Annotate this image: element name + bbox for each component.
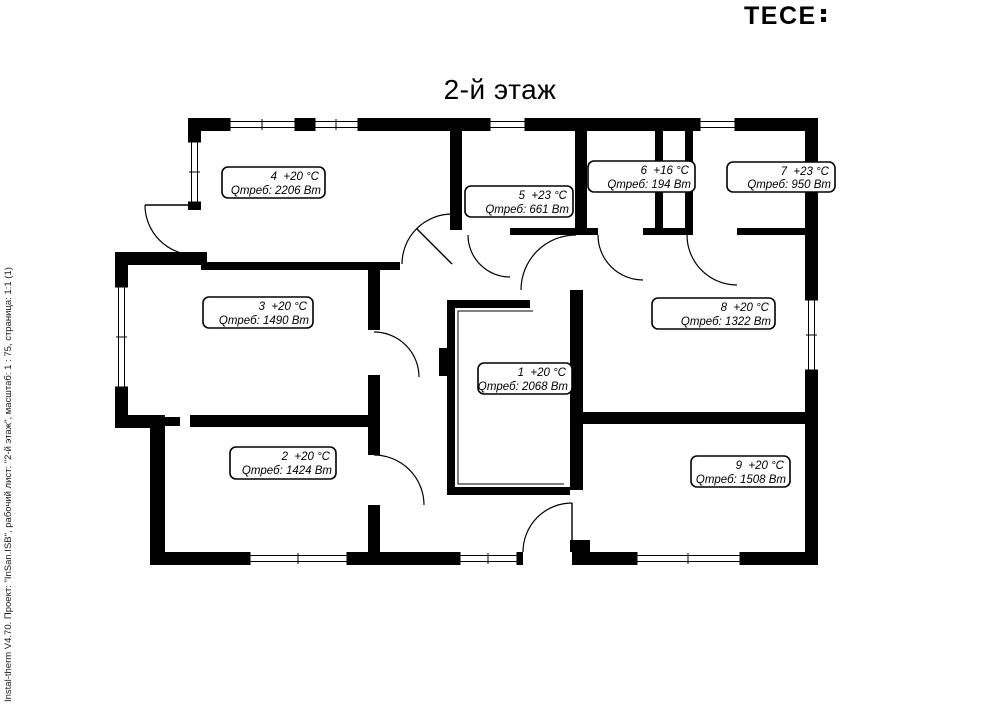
tece-logo: TECE (744, 2, 826, 30)
room-9-temp: 9 +20 °C (736, 460, 785, 472)
room-3-temp: 3 +20 °C (259, 301, 308, 313)
room-label-6: 6 +16 °C Qтреб: 194 Вт (587, 160, 696, 193)
window (229, 118, 296, 131)
door-arc (144, 204, 196, 256)
window (188, 141, 201, 203)
room-7-temp: 7 +23 °C (781, 166, 830, 178)
door-arc (373, 454, 425, 506)
window (699, 118, 736, 131)
window (805, 299, 818, 371)
door-arc (373, 331, 420, 378)
room-3-load: Qтреб: 1490 Вт (219, 315, 309, 327)
room-1-load: Qтреб: 2068 Вт (478, 381, 568, 393)
room-4-load: Qтреб: 2206 Вт (231, 185, 321, 197)
room-7-load: Qтреб: 950 Вт (747, 179, 831, 191)
windows (115, 118, 818, 565)
exterior-walls (115, 118, 818, 565)
window (115, 286, 128, 388)
room-9-load: Qтреб: 1508 Вт (696, 474, 786, 486)
room-4-temp: 4 +20 °C (271, 171, 320, 183)
window (249, 552, 348, 565)
door-arc (522, 502, 573, 553)
tece-logo-text: TECE (744, 2, 817, 30)
room-label-9: 9 +20 °C Qтреб: 1508 Вт (690, 455, 791, 488)
window (636, 552, 741, 565)
page-title: 2-й этаж (443, 74, 557, 105)
room-8-load: Qтреб: 1322 Вт (681, 316, 771, 328)
door-arcs (144, 204, 738, 553)
room-label-3: 3 +20 °C Qтреб: 1490 Вт (202, 296, 314, 329)
door-arc (597, 234, 644, 281)
room-5-load: Qтреб: 661 Вт (485, 204, 569, 216)
room1-wall-lining (457, 310, 564, 485)
room-6-load: Qтреб: 194 Вт (607, 179, 691, 191)
room-labels: 1 +20 °C Qтреб: 2068 Вт 2 +20 °C Qтреб: … (202, 160, 836, 488)
room-label-4: 4 +20 °C Qтреб: 2206 Вт (221, 166, 326, 199)
door-arc (467, 234, 511, 278)
window (459, 552, 518, 565)
window (314, 118, 359, 131)
door-arc (686, 234, 738, 286)
tece-colon-icon (820, 9, 826, 22)
room-6-temp: 6 +16 °C (641, 165, 690, 177)
room-label-2: 2 +20 °C Qтреб: 1424 Вт (229, 446, 337, 480)
window (489, 118, 526, 131)
room-8-temp: 8 +20 °C (721, 302, 770, 314)
room-label-8: 8 +20 °C Qтреб: 1322 Вт (651, 297, 776, 330)
room-label-1: 1 +20 °C Qтреб: 2068 Вт (477, 362, 573, 395)
door-arc (401, 213, 453, 265)
room-label-5: 5 +23 °C Qтреб: 661 Вт (464, 185, 574, 218)
room-1-temp: 1 +20 °C (518, 367, 567, 379)
room-label-7: 7 +23 °C Qтреб: 950 Вт (726, 161, 836, 193)
room-2-temp: 2 +20 °C (281, 451, 331, 463)
room-5-temp: 5 +23 °C (519, 190, 568, 202)
room-2-load: Qтреб: 1424 Вт (242, 465, 332, 477)
door-arc (520, 234, 577, 291)
